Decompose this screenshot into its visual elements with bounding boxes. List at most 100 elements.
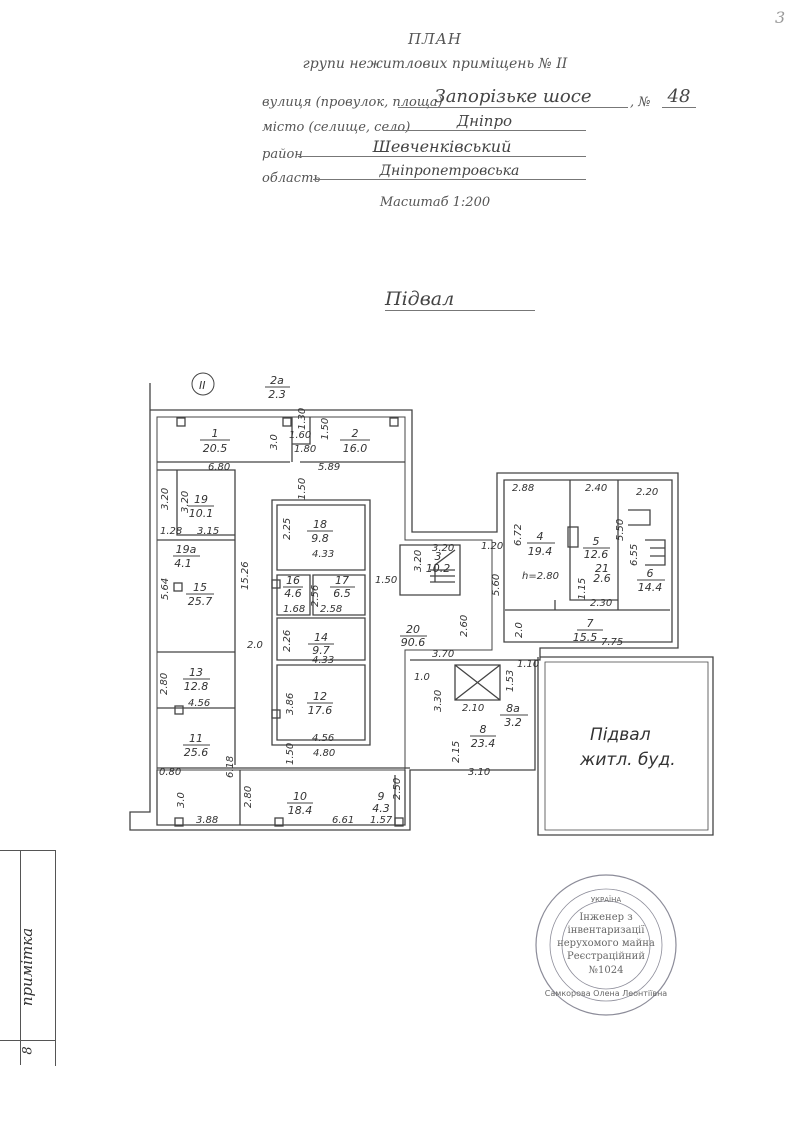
dim: 1.0 [414, 672, 430, 683]
svg-text:4.6: 4.6 [284, 587, 302, 600]
svg-text:4.1: 4.1 [174, 557, 192, 570]
dim: 1.80 [294, 444, 316, 455]
dim: 2.26 [282, 630, 293, 652]
room-16: 164.6 [283, 574, 303, 600]
dim: 4.33 [312, 655, 334, 666]
number-value: 48 [662, 86, 696, 108]
dim: 2.60 [459, 615, 470, 637]
svg-text:10.1: 10.1 [189, 507, 214, 520]
dim: 3.0 [176, 792, 187, 808]
room-labels: 120.5 216.0 2a2.3 310.2 419.4 512.6 212.… [173, 374, 665, 817]
dim: 2.56 [310, 585, 321, 607]
svg-text:12.8: 12.8 [184, 680, 209, 693]
stamp: УКРАЇНА Інженер з інвентаризації нерухом… [535, 874, 677, 1016]
margin-divider [0, 1040, 55, 1041]
dim: 3.88 [196, 815, 218, 826]
svg-text:2.3: 2.3 [268, 388, 286, 401]
plan-subtitle: групи нежитлових приміщень № II [302, 56, 568, 72]
room-17: 176.5 [330, 574, 355, 600]
dim: 1.53 [505, 670, 516, 692]
svg-text:25.6: 25.6 [184, 746, 209, 759]
dim: 2.15 [451, 741, 462, 763]
svg-text:7: 7 [587, 617, 594, 630]
margin-note-box [0, 850, 56, 1066]
dim: 6.61 [332, 815, 354, 826]
dim: 3.10 [468, 767, 490, 778]
room-18: 189.8 [307, 518, 333, 545]
plan-title: ПЛАН [407, 30, 463, 48]
dim: 3.0 [269, 434, 280, 450]
room-2: 216.0 [340, 427, 370, 455]
room-5: 512.6 [583, 535, 610, 561]
svg-text:21: 21 [595, 562, 609, 575]
group-marker-label: II [199, 379, 206, 392]
dim: 2.80 [159, 673, 170, 695]
dim: 2.40 [585, 483, 607, 494]
dim: 1.20 [481, 541, 503, 552]
svg-text:3: 3 [435, 550, 442, 563]
room-6: 614.4 [637, 567, 665, 594]
district-label: район [262, 147, 303, 162]
dim: 2.88 [512, 483, 534, 494]
dim: 1.28 [160, 526, 182, 537]
svg-text:8a: 8a [506, 702, 520, 715]
svg-text:19a: 19a [176, 543, 197, 556]
dim: 1.57 [370, 815, 393, 826]
scale-label: Масштаб 1:200 [379, 195, 491, 210]
dim: 4.80 [313, 748, 335, 759]
svg-text:5: 5 [593, 535, 600, 548]
svg-text:17.6: 17.6 [308, 704, 333, 717]
dim: 1.50 [285, 743, 296, 765]
dim: h=2.80 [522, 571, 559, 582]
room-1: 120.5 [200, 427, 230, 455]
svg-text:Інженер з: Інженер з [579, 912, 632, 923]
svg-text:20: 20 [406, 623, 420, 636]
dim: 6.80 [208, 462, 230, 473]
street-value: Запорізьке шосе [398, 86, 628, 108]
svg-text:6: 6 [647, 567, 654, 580]
district-value: Шевченківський [298, 137, 586, 157]
margin-note-label: примітка [18, 927, 37, 1007]
dim: 5.60 [491, 574, 502, 596]
svg-text:19: 19 [194, 493, 208, 506]
room-4: 419.4 [527, 530, 555, 558]
svg-text:2: 2 [352, 427, 359, 440]
dim: 4.33 [312, 549, 334, 560]
svg-text:9.7: 9.7 [312, 644, 330, 657]
dim: 1.15 [577, 578, 588, 600]
dimension-labels: 1.50 1.30 1.60 1.80 3.0 6.80 5.89 1.50 3… [159, 408, 658, 826]
neighbor-building-label: житл. буд. [579, 750, 676, 770]
dim: 15.26 [240, 561, 251, 590]
svg-text:19.4: 19.4 [528, 545, 553, 558]
number-label: , № [630, 95, 651, 110]
dim: 3.30 [433, 690, 444, 712]
room-7: 715.5 [573, 617, 603, 644]
svg-text:25.7: 25.7 [188, 595, 213, 608]
dim: 3.20 [160, 488, 171, 510]
svg-text:4.3: 4.3 [372, 802, 390, 815]
dim: 7.75 [601, 637, 623, 648]
dim: 2.0 [247, 640, 263, 651]
dim: 3.20 [432, 543, 454, 554]
dim: 5.89 [318, 462, 340, 473]
svg-text:нерухомого майна: нерухомого майна [557, 938, 655, 949]
dim: 1.10 [517, 659, 539, 670]
city-label: місто (селище, село) [262, 120, 411, 135]
street-label: вулиця (провулок, площа) [262, 95, 443, 110]
margin-divider [20, 850, 21, 1065]
dim: 4.56 [188, 698, 210, 709]
svg-text:11: 11 [189, 732, 203, 745]
walls [129, 383, 714, 836]
dim: 2.50 [392, 778, 403, 800]
dim: 2.10 [462, 703, 484, 714]
dim: 1.50 [297, 478, 308, 500]
svg-text:9: 9 [378, 790, 385, 803]
dim: 3.20 [180, 491, 191, 513]
svg-text:18.4: 18.4 [288, 804, 313, 817]
room-2a: 2a2.3 [265, 374, 290, 401]
neighbor-basement-label: Підвал [590, 725, 651, 745]
